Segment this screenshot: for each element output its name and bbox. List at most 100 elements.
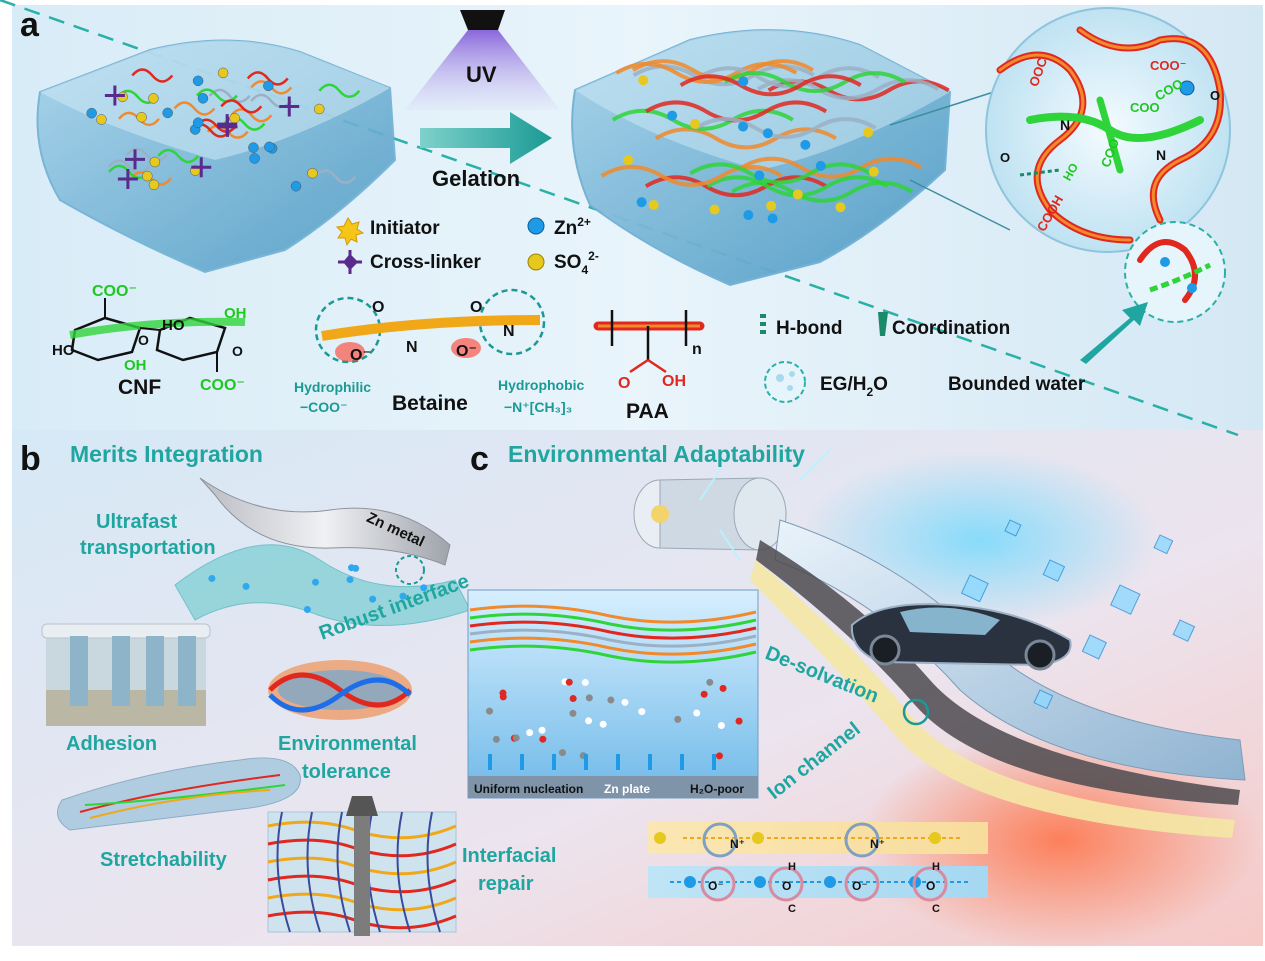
adhesion-label: Adhesion: [66, 733, 157, 755]
svg-text:n: n: [692, 341, 702, 358]
svg-text:H-bond: H-bond: [776, 318, 842, 339]
interfacial-repair-label-2: repair: [478, 873, 534, 895]
gelation-arrow: [420, 112, 552, 164]
ultrafast-transport-illustration: Zn metal: [174, 477, 471, 626]
svg-text:O⁻: O⁻: [708, 879, 724, 893]
zoom-o1: O: [1000, 150, 1010, 165]
hydrogel-block: [571, 29, 952, 287]
zoom-o2: O: [1210, 88, 1220, 103]
interfacial-repair-illustration: [267, 796, 457, 936]
betaine-label: Betaine: [392, 392, 468, 415]
ion-channel-schematic: N⁺ N⁺ O⁻ O⁻ H H O O C C: [648, 822, 988, 915]
uv-label: UV: [466, 62, 497, 87]
env-tolerance-label-2: tolerance: [302, 761, 391, 783]
svg-text:−COO⁻: −COO⁻: [300, 399, 347, 415]
panel-b-letter: b: [20, 440, 41, 478]
zoom-n2: N: [1156, 147, 1166, 163]
legend-initiator: Initiator: [335, 217, 440, 247]
svg-text:N⁺: N⁺: [870, 837, 885, 851]
bounded-water-circle: [1124, 221, 1226, 323]
cnf-molecule: COO⁻ COO⁻ HO OH HO OH O O CNF: [52, 283, 247, 399]
paa-molecule: O OH n PAA: [593, 310, 705, 423]
svg-text:O: O: [138, 332, 149, 348]
svg-text:H: H: [788, 861, 796, 873]
svg-text:Coordination: Coordination: [892, 318, 1010, 339]
ultrafast-label-1: Ultrafast: [96, 511, 177, 533]
svg-text:OH: OH: [224, 305, 247, 322]
flexible-battery: [633, 449, 1246, 838]
legend-coordination: Coordination: [878, 312, 1010, 339]
interface-zoom-point: [902, 698, 930, 726]
env-tolerance-illustration: [268, 660, 412, 720]
panel-c-letter: c: [470, 440, 489, 478]
molecular-zoom-circle: OOC COO⁻ COO COO COO COOH N N O O HO: [985, 7, 1231, 253]
legend-crosslinker: Cross-linker: [338, 250, 481, 274]
zn-ion-zoom: [1179, 80, 1195, 96]
svg-text:O⁻: O⁻: [456, 343, 477, 360]
panel-a-letter: a: [20, 6, 40, 44]
cnf-label: CNF: [118, 376, 161, 399]
svg-text:Zn2+: Zn2+: [554, 215, 591, 239]
nucleation-inset: Uniform nucleation Zn plate H₂O-poor: [467, 589, 759, 799]
stretchability-label: Stretchability: [100, 849, 228, 871]
paa-label: PAA: [626, 400, 669, 423]
zoom-line-top: [889, 89, 1001, 126]
panel-c-title: Environmental Adaptability: [508, 441, 805, 467]
svg-text:N: N: [503, 323, 515, 340]
svg-text:H: H: [932, 861, 940, 873]
env-tolerance-label-1: Environmental: [278, 733, 417, 755]
svg-text:SO42-: SO42-: [554, 249, 599, 277]
svg-text:O⁻: O⁻: [350, 347, 371, 364]
uv-lamp: UV: [405, 10, 560, 110]
legend-eg-water: EG/H2O: [764, 361, 888, 403]
svg-text:HO: HO: [162, 317, 185, 334]
svg-text:N: N: [406, 339, 418, 356]
svg-text:EG/H2O: EG/H2O: [820, 374, 888, 399]
svg-text:C: C: [788, 903, 796, 915]
svg-text:OH: OH: [662, 373, 686, 390]
bounded-water-label: Bounded water: [948, 374, 1086, 395]
svg-text:O: O: [782, 879, 791, 893]
svg-text:O: O: [926, 879, 935, 893]
gelation-label: Gelation: [432, 166, 520, 191]
svg-text:O: O: [470, 299, 482, 316]
zoom-line-bottom: [909, 179, 1011, 231]
hydrophobic-label: Hydrophobic: [498, 377, 585, 393]
svg-text:Initiator: Initiator: [370, 218, 440, 239]
ice-cubes: [960, 519, 1196, 710]
svg-text:C: C: [932, 903, 940, 915]
hydrophilic-label: Hydrophilic: [294, 379, 371, 395]
legend-hbond: H-bond: [760, 314, 842, 339]
svg-text:O: O: [232, 343, 243, 359]
zoom-n1: N: [1060, 117, 1070, 133]
svg-text:OH: OH: [124, 357, 147, 374]
ice-glow: [800, 450, 1160, 630]
svg-text:O: O: [372, 299, 384, 316]
zoom-coo2: COO: [1130, 100, 1160, 115]
svg-text:O⁻: O⁻: [852, 879, 868, 893]
legend-zn-ion: Zn2+: [527, 215, 591, 239]
bounded-water-arrow: [1080, 302, 1148, 364]
legend-so4-ion: SO42-: [527, 249, 599, 277]
panel-b-title: Merits Integration: [70, 441, 263, 467]
interfacial-repair-label-1: Interfacial: [462, 845, 556, 867]
adhesion-illustration: [41, 623, 211, 726]
caption-h2o-poor: H₂O-poor: [690, 782, 744, 796]
svg-text:O: O: [618, 375, 630, 392]
svg-text:N⁺: N⁺: [730, 837, 745, 851]
svg-text:COO⁻: COO⁻: [200, 377, 245, 394]
caption-zn-plate: Zn plate: [604, 782, 650, 796]
ultrafast-label-2: transportation: [80, 537, 216, 559]
betaine-molecule: O O⁻ N O O⁻ N Hydrophilic −COO⁻ Betaine …: [294, 288, 585, 415]
svg-text:COO⁻: COO⁻: [92, 283, 137, 300]
svg-text:−N⁺[CH₃]₃: −N⁺[CH₃]₃: [504, 399, 572, 415]
svg-text:HO: HO: [52, 342, 75, 359]
zoom-coo1: COO⁻: [1150, 58, 1186, 73]
stretchability-illustration: [57, 757, 301, 831]
precursor-gel: [36, 39, 397, 274]
electric-car: [850, 603, 1072, 671]
caption-uniform-nucleation: Uniform nucleation: [474, 782, 583, 796]
svg-text:Cross-linker: Cross-linker: [370, 252, 481, 273]
